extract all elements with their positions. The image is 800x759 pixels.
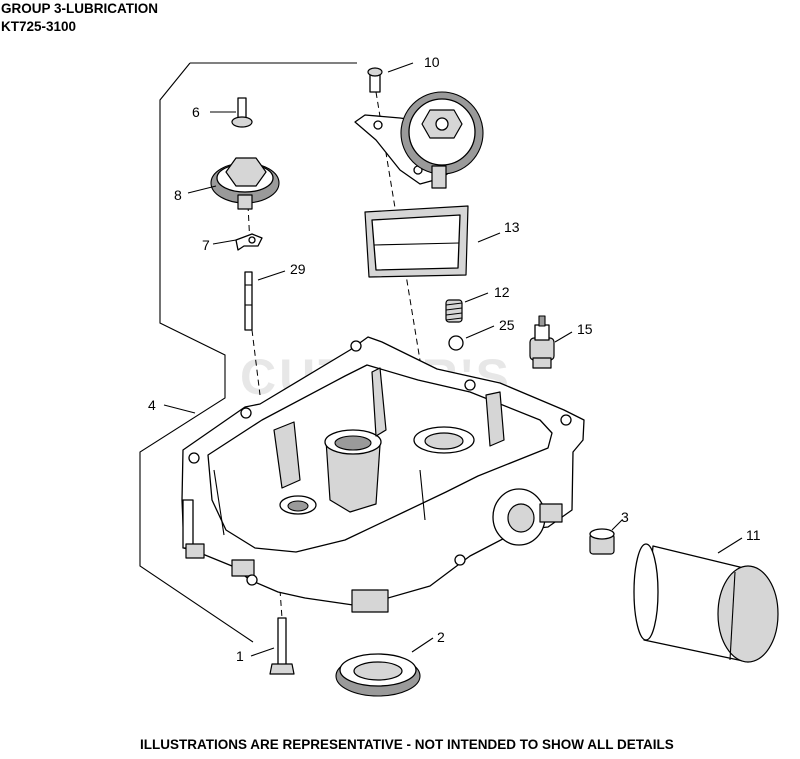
callout-13: 13	[504, 219, 520, 235]
pressure-switch-part	[529, 315, 555, 369]
governor-gear-part	[210, 157, 280, 210]
ball-part	[448, 335, 464, 351]
callout-8: 8	[174, 187, 182, 203]
spring-part	[445, 299, 463, 323]
clip-part	[235, 233, 263, 251]
oil-filter-part	[633, 543, 779, 663]
callout-29: 29	[290, 261, 306, 277]
pin-part	[231, 97, 253, 128]
bolt-part	[269, 617, 295, 675]
callout-6: 6	[192, 104, 200, 120]
oil-pump-gear-part	[354, 91, 484, 189]
callout-2: 2	[437, 629, 445, 645]
callout-15: 15	[577, 321, 593, 337]
oil-seal-part	[335, 653, 421, 697]
callout-3: 3	[621, 509, 629, 525]
group-title: GROUP 3-LUBRICATION	[1, 1, 159, 16]
callout-7: 7	[202, 237, 210, 253]
callout-10: 10	[424, 54, 440, 70]
disclaimer-footer: ILLUSTRATIONS ARE REPRESENTATIVE - NOT I…	[140, 737, 674, 752]
model-number: KT725-3100	[1, 19, 77, 34]
callout-12: 12	[494, 284, 510, 300]
oil-pan-part	[181, 336, 585, 613]
callout-4: 4	[148, 397, 156, 413]
alignment-line	[375, 91, 439, 471]
callout-11: 11	[746, 527, 761, 543]
screw-part	[367, 67, 383, 93]
oil-screen-part	[364, 205, 469, 278]
callout-25: 25	[499, 317, 515, 333]
shaft-part	[244, 271, 253, 331]
fitting-part	[589, 528, 615, 555]
callout-1: 1	[236, 648, 244, 664]
